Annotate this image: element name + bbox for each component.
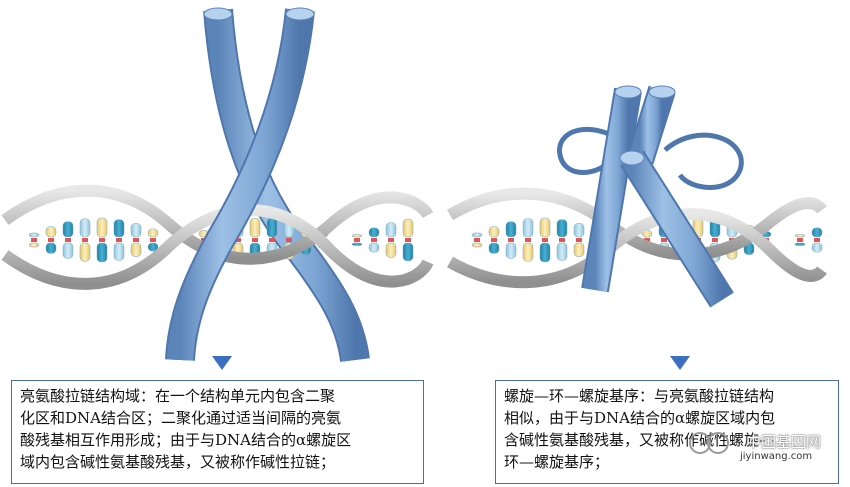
base-pair (147, 242, 159, 252)
hydrogen-bond (405, 238, 411, 242)
base-pair (266, 218, 278, 238)
dna-backbone-1 (1, 184, 434, 265)
base-pair (505, 221, 517, 238)
base-pair (811, 242, 823, 253)
hydrogen-bond (269, 238, 275, 242)
base-pair (488, 226, 500, 238)
base-pair (471, 242, 483, 248)
loop-right (663, 132, 744, 190)
hydrogen-bond (286, 238, 292, 242)
base-pair (62, 221, 74, 238)
base-pair (505, 242, 517, 259)
hydrogen-bond (133, 238, 139, 242)
base-pair (385, 222, 397, 238)
base-pair (573, 223, 585, 238)
base-pair (28, 232, 40, 238)
base-pair (471, 232, 483, 238)
helix-loop-helix-figure (446, 85, 827, 370)
hydrogen-bond (388, 238, 394, 242)
hydrogen-bond (354, 238, 360, 242)
base-pair (113, 219, 125, 238)
down-arrow-icon (212, 356, 232, 370)
base-pair (522, 242, 534, 262)
base-pair (556, 242, 568, 261)
base-pair (368, 227, 380, 238)
hydrogen-bond (252, 238, 258, 242)
base-pair (402, 242, 414, 262)
base-pair (539, 217, 551, 238)
leucine-zipper-figure (1, 7, 434, 370)
base-pair (79, 218, 91, 238)
base-pair (96, 242, 108, 263)
hydrogen-bond (150, 238, 156, 242)
hydrogen-bond (491, 238, 497, 242)
hydrogen-bond (65, 238, 71, 242)
hydrogen-bond (525, 238, 531, 242)
base-pair (539, 242, 551, 263)
hydrogen-bond (508, 238, 514, 242)
base-pair (368, 242, 380, 253)
hydrogen-bond (712, 238, 718, 242)
base-pair (794, 242, 806, 246)
base-pair (351, 234, 363, 238)
hydrogen-bond (814, 238, 820, 242)
base-pair (147, 228, 159, 238)
base-pair (45, 226, 57, 238)
base-pair (811, 227, 823, 238)
hydrogen-bond (542, 238, 548, 242)
base-pair (79, 242, 91, 262)
hydrogen-bond (31, 238, 37, 242)
base-pair (385, 242, 397, 258)
hydrogen-bond (371, 238, 377, 242)
hydrogen-bond (99, 238, 105, 242)
base-pair (522, 218, 534, 238)
base-pair (62, 242, 74, 259)
hydrogen-bond (644, 238, 650, 242)
hydrogen-bond (797, 238, 803, 242)
hydrogen-bond (576, 238, 582, 242)
base-pair (130, 223, 142, 238)
hydrogen-bond (48, 238, 54, 242)
hydrogen-bond (661, 238, 667, 242)
down-arrow-icon (670, 356, 690, 370)
base-pair (351, 242, 363, 246)
base-pair (45, 242, 57, 254)
base-pair (402, 218, 414, 238)
base-pair (794, 234, 806, 238)
dna-double-helix-right (446, 187, 827, 289)
hydrogen-bond (235, 238, 241, 242)
watermark-text: 中国基因网 (746, 433, 822, 451)
loop-left (557, 126, 622, 175)
hydrogen-bond (474, 238, 480, 242)
base-pair (488, 242, 500, 254)
hydrogen-bond (82, 238, 88, 242)
base-pair (113, 242, 125, 261)
watermark-url: jiyinwang.com (740, 451, 813, 462)
leucine-zipper-caption: 亮氨酸拉链结构域：在一个结构单元内包含二聚 化区和DNA结合区；二聚化通过适当间… (11, 380, 424, 484)
base-pair (28, 242, 40, 248)
watermark-logo-icon (689, 432, 729, 454)
hydrogen-bond (559, 238, 565, 242)
base-pair (130, 242, 142, 257)
base-pair (249, 217, 261, 238)
protein-helix-3 (619, 150, 734, 308)
protein-helix-1 (581, 85, 642, 293)
protein-helix-2 (626, 85, 676, 165)
hydrogen-bond (116, 238, 122, 242)
base-pair (573, 242, 585, 257)
base-pair (556, 219, 568, 238)
base-pair (96, 217, 108, 238)
helix-loop-helix-caption: 螺旋—环—螺旋基序：与亮氨酸拉链结构 相似，由于与DNA结合的α螺旋区域内包 含… (495, 380, 839, 484)
